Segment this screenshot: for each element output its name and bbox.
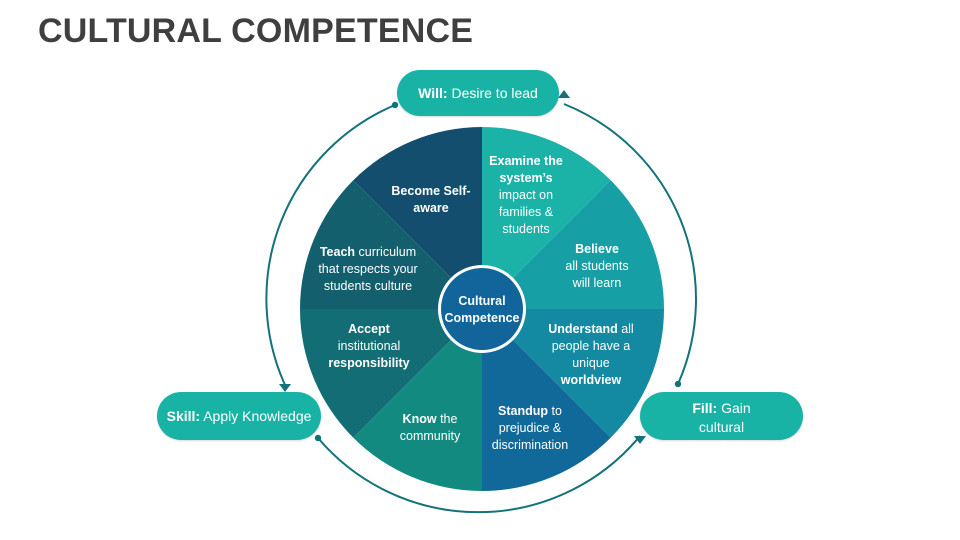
- arc-dot: [674, 380, 682, 388]
- arrowhead-up: [634, 436, 646, 444]
- page-title: CULTURAL COMPETENCE: [38, 12, 474, 50]
- segment-know-label: Know the community: [399, 412, 461, 443]
- arc-fill-to-will: [563, 103, 697, 385]
- segment-teach-label: Teach curriculum that respects your stud…: [318, 245, 418, 293]
- segment-examine: [482, 127, 611, 309]
- segment-believe: [482, 180, 664, 309]
- arc-will-to-skill: [265, 104, 396, 386]
- segment-self-label: Become Self-aware: [391, 184, 471, 215]
- arc-skill-to-fill: [317, 435, 641, 514]
- segment-standup: [482, 309, 611, 491]
- segment-understand: [482, 309, 664, 438]
- arc-dot: [314, 434, 322, 442]
- segment-accept: [300, 309, 482, 438]
- arrowhead-down: [279, 384, 291, 392]
- segment-standup-label: Standup to prejudice & discrimination: [491, 404, 569, 452]
- center-circle: [441, 268, 523, 350]
- will-pill: Will: Desire to lead: [397, 70, 559, 116]
- fill-pill: Fill: Gain cultural Knowledge: [640, 392, 803, 454]
- segment-know: [353, 309, 482, 491]
- arc-dot: [391, 101, 399, 109]
- segment-self: [353, 126, 482, 309]
- arrowhead-will: [558, 90, 570, 98]
- skill-pill: Skill: Apply Knowledge: [157, 392, 321, 440]
- segment-teach: [300, 180, 482, 309]
- wheel: [300, 126, 664, 491]
